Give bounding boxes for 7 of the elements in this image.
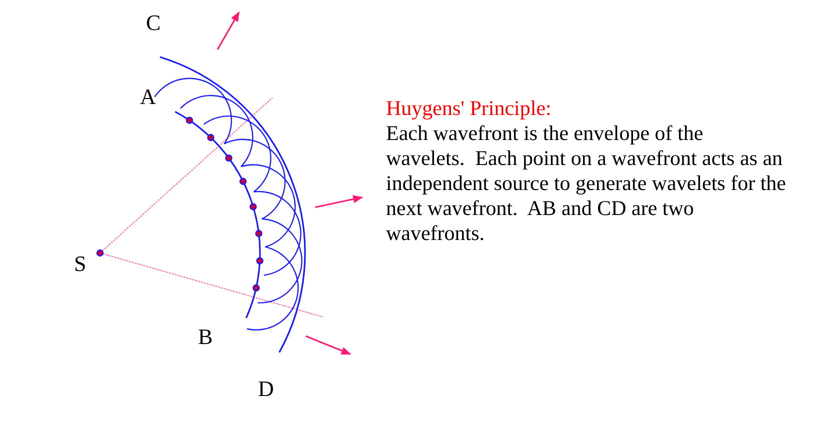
point-label: D (258, 378, 274, 400)
point-label: C (146, 12, 161, 34)
description-text: Each wavefront is the envelope of the wavelets. Each point on a wavefront acts as an independent source to generate wavelets for the next wavefront. AB and CD are two wavefronts. (386, 121, 786, 246)
point-label: B (198, 326, 213, 348)
point-label: A (140, 86, 156, 108)
heading: Huygens' Principle: (386, 96, 552, 121)
point-label: S (74, 253, 86, 275)
